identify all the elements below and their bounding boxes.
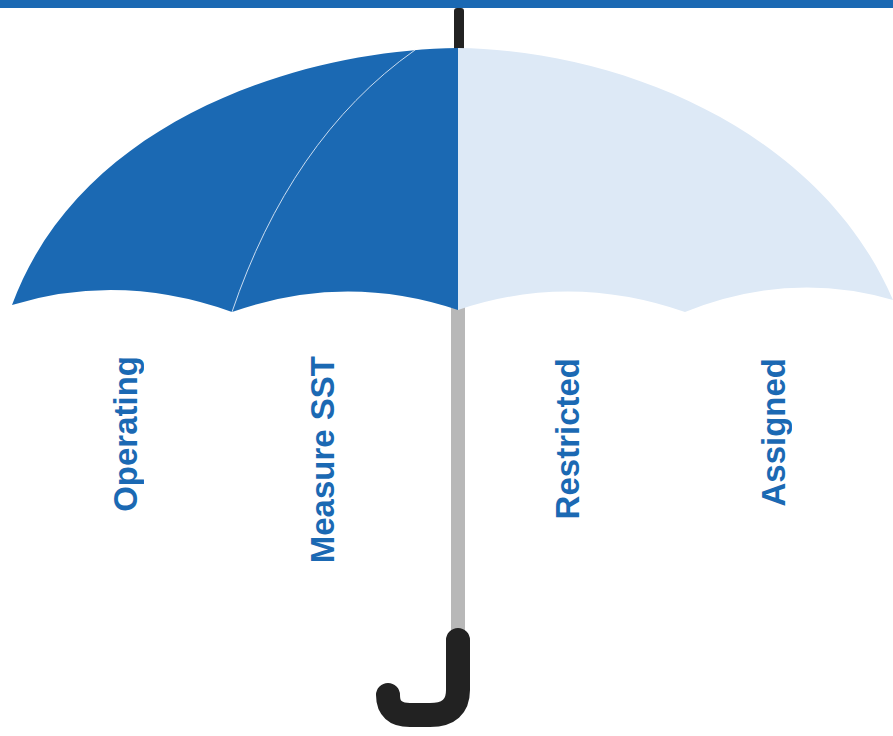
top-bar xyxy=(0,0,893,8)
canopy-rib xyxy=(232,50,415,312)
segment-label: Assigned xyxy=(757,358,790,507)
canopy-left xyxy=(12,48,458,312)
segment-label: Restricted xyxy=(551,358,584,519)
canopy-right xyxy=(458,48,893,312)
umbrella-handle xyxy=(388,640,458,715)
segment-label: Operating xyxy=(109,356,142,512)
umbrella-tip xyxy=(454,8,464,52)
umbrella-shaft xyxy=(451,300,465,660)
segment-label: Measure SST xyxy=(306,356,339,563)
